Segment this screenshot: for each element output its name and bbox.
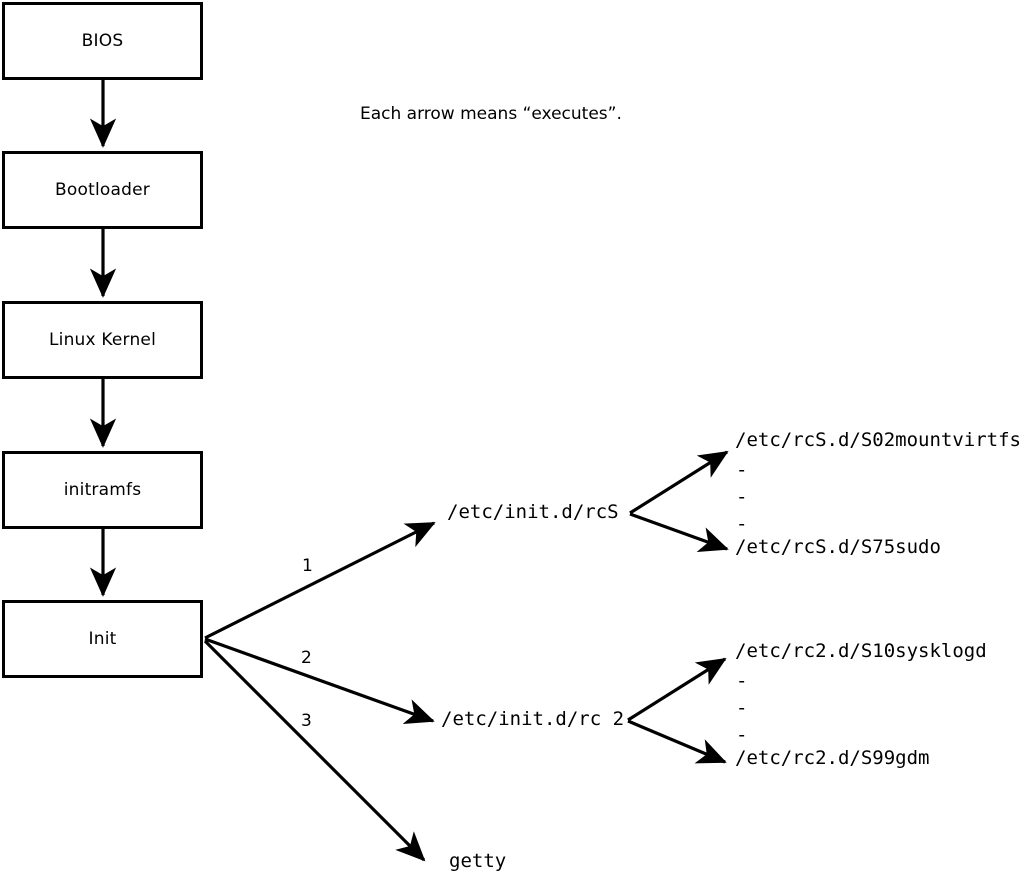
edge-rc2-to-first-script — [627, 657, 727, 722]
node-initramfs[interactable]: initramfs — [2, 451, 203, 529]
node-init-label: Init — [88, 629, 117, 649]
rc2-ellipsis-dash-3: - — [736, 724, 748, 746]
edge-rcs-to-first-script — [629, 450, 729, 515]
edge-rc2-to-last-script — [627, 719, 727, 764]
edge-label-3: 3 — [301, 711, 312, 731]
edge-init-to-getty — [203, 639, 426, 862]
node-bios-label: BIOS — [81, 31, 124, 51]
edge-init-to-rcs — [204, 521, 436, 640]
edge-rcs-to-last-script — [629, 512, 729, 553]
node-bootloader-label: Bootloader — [55, 180, 150, 200]
node-rc2-first-script[interactable]: /etc/rc2.d/S10sysklogd — [735, 640, 987, 662]
node-init-d-rc2[interactable]: /etc/init.d/rc 2 — [441, 708, 625, 730]
node-getty[interactable]: getty — [449, 850, 507, 872]
edge-label-2: 2 — [301, 648, 312, 668]
node-bios[interactable]: BIOS — [2, 2, 203, 80]
node-rcs-first-script[interactable]: /etc/rcS.d/S02mountvirtfs — [735, 429, 1021, 451]
node-init[interactable]: Init — [2, 600, 203, 678]
node-init-d-rcs[interactable]: /etc/init.d/rcS — [447, 501, 619, 523]
rcs-ellipsis-dash-1: - — [736, 459, 748, 481]
node-initramfs-label: initramfs — [63, 480, 142, 500]
node-bootloader[interactable]: Bootloader — [2, 151, 203, 229]
rcs-ellipsis-dash-2: - — [736, 486, 748, 508]
edge-init-to-rc2 — [204, 637, 435, 725]
node-rc2-last-script[interactable]: /etc/rc2.d/S99gdm — [735, 747, 930, 769]
node-rcs-last-script[interactable]: /etc/rcS.d/S75sudo — [735, 536, 941, 558]
node-linux-kernel-label: Linux Kernel — [48, 330, 156, 350]
rcs-ellipsis-dash-3: - — [736, 513, 748, 535]
rc2-ellipsis-dash-2: - — [736, 697, 748, 719]
node-linux-kernel[interactable]: Linux Kernel — [2, 301, 203, 379]
rc2-ellipsis-dash-1: - — [736, 670, 748, 692]
diagram-caption: Each arrow means “executes”. — [360, 104, 622, 124]
edge-label-1: 1 — [302, 556, 313, 576]
